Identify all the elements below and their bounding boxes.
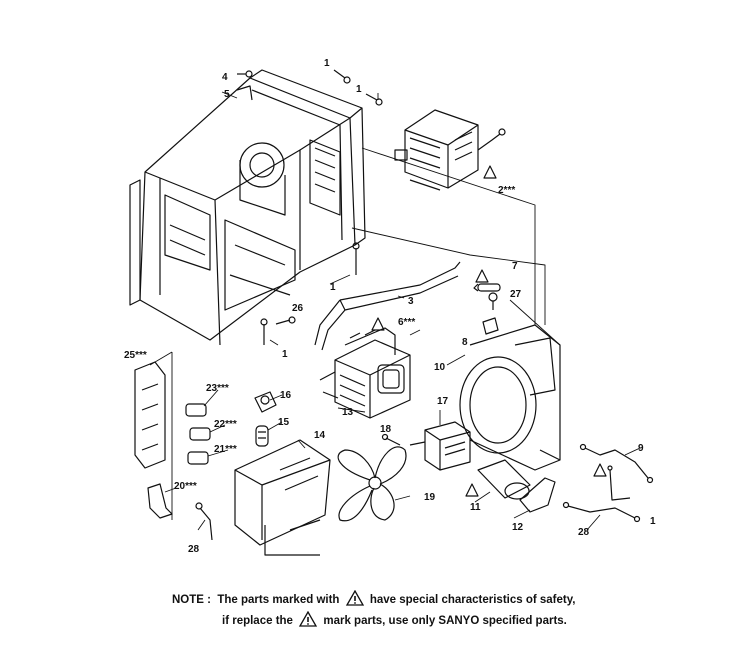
part-label-8: 8 bbox=[462, 337, 468, 348]
air-duct-14 bbox=[234, 439, 331, 556]
cabinet-chassis bbox=[129, 69, 366, 346]
part-label-14: 14 bbox=[314, 430, 326, 441]
part-label-26: 26 bbox=[292, 303, 304, 314]
lamp-socket-16 bbox=[254, 391, 277, 413]
bracket-12 bbox=[519, 477, 556, 513]
part-label-6: 6*** bbox=[398, 317, 415, 328]
part-label-12: 12 bbox=[512, 522, 524, 533]
part-label-1: 1 bbox=[356, 84, 362, 95]
wire-harness-29 bbox=[562, 501, 641, 523]
note-line2-start: if replace the bbox=[222, 615, 293, 627]
lamp-15 bbox=[255, 425, 269, 447]
part-label-18: 18 bbox=[380, 424, 392, 435]
note-line2-end: mark parts, use only SANYO specified par… bbox=[323, 615, 567, 627]
part-label-13: 13 bbox=[342, 407, 354, 418]
fan-blade-19 bbox=[337, 446, 407, 522]
part-label-15: 15 bbox=[278, 417, 290, 428]
pin-18 bbox=[381, 433, 401, 446]
part-label-2: 2*** bbox=[498, 185, 515, 196]
thermal-cutout-27 bbox=[488, 292, 498, 310]
sensor-28 bbox=[195, 502, 213, 541]
part-label-27: 27 bbox=[510, 289, 522, 300]
clip-8 bbox=[482, 317, 499, 335]
part-label-10: 10 bbox=[434, 362, 446, 373]
part-label-1: 1 bbox=[324, 58, 330, 69]
note-line1-start: The parts marked with bbox=[217, 594, 340, 606]
safety-note-line-1: NOTE : The parts marked with have specia… bbox=[172, 590, 575, 606]
part-label-28: 28 bbox=[188, 544, 200, 555]
screw-4 bbox=[236, 70, 253, 101]
safety-warning-icon bbox=[345, 590, 364, 606]
note-line1-end: have special characteristics of safety, bbox=[369, 594, 576, 606]
latch-lever-20 bbox=[147, 483, 173, 519]
latch-board-25 bbox=[134, 361, 166, 469]
screw-1b bbox=[365, 93, 383, 106]
part-label-21: 21*** bbox=[214, 444, 237, 455]
safety-warning-icon bbox=[483, 165, 497, 179]
air-guide-10 bbox=[459, 324, 561, 471]
part-label-5: 5 bbox=[224, 89, 230, 100]
magnetron-6 bbox=[319, 327, 411, 419]
safety-warning-icon bbox=[475, 269, 489, 283]
fan-motor-17 bbox=[409, 421, 471, 471]
part-label-7: 7 bbox=[512, 261, 518, 272]
part-label-17: 17 bbox=[437, 396, 449, 407]
leader-lines bbox=[149, 91, 641, 531]
part-label-9: 9 bbox=[638, 443, 644, 454]
part-label-16: 16 bbox=[280, 390, 292, 401]
transformer-2 bbox=[394, 109, 506, 191]
switch-23 bbox=[185, 403, 207, 417]
part-label-1: 1 bbox=[330, 282, 336, 293]
part-label-22: 22*** bbox=[214, 419, 237, 430]
safety-note-line-2: if replace the mark parts, use only SANY… bbox=[222, 611, 567, 627]
wire-harness-9 bbox=[579, 443, 654, 501]
switch-21 bbox=[187, 451, 209, 465]
part-label-4: 4 bbox=[222, 72, 228, 83]
safety-warning-icon bbox=[371, 317, 385, 331]
screw-26 bbox=[275, 316, 296, 325]
part-label-25: 25*** bbox=[124, 350, 147, 361]
part-label-28: 28 bbox=[578, 527, 590, 538]
fuse-7 bbox=[473, 283, 501, 292]
capacitor-11 bbox=[477, 459, 531, 500]
safety-warning-icon bbox=[299, 611, 318, 627]
note-prefix: NOTE : bbox=[172, 594, 211, 606]
part-label-1: 1 bbox=[282, 349, 288, 360]
screw-1d bbox=[260, 318, 268, 345]
bracket-3 bbox=[314, 261, 461, 351]
part-label-11: 11 bbox=[470, 502, 481, 513]
part-label-20: 20*** bbox=[174, 481, 197, 492]
safety-warning-icon bbox=[593, 463, 607, 477]
switch-22 bbox=[189, 427, 211, 441]
part-label-1: 1 bbox=[650, 516, 656, 527]
screw-1a bbox=[333, 69, 351, 84]
part-label-3: 3 bbox=[408, 296, 414, 307]
part-label-23: 23*** bbox=[206, 383, 229, 394]
part-label-19: 19 bbox=[424, 492, 436, 503]
safety-warning-icon bbox=[465, 483, 479, 497]
screw-1c bbox=[352, 242, 360, 275]
